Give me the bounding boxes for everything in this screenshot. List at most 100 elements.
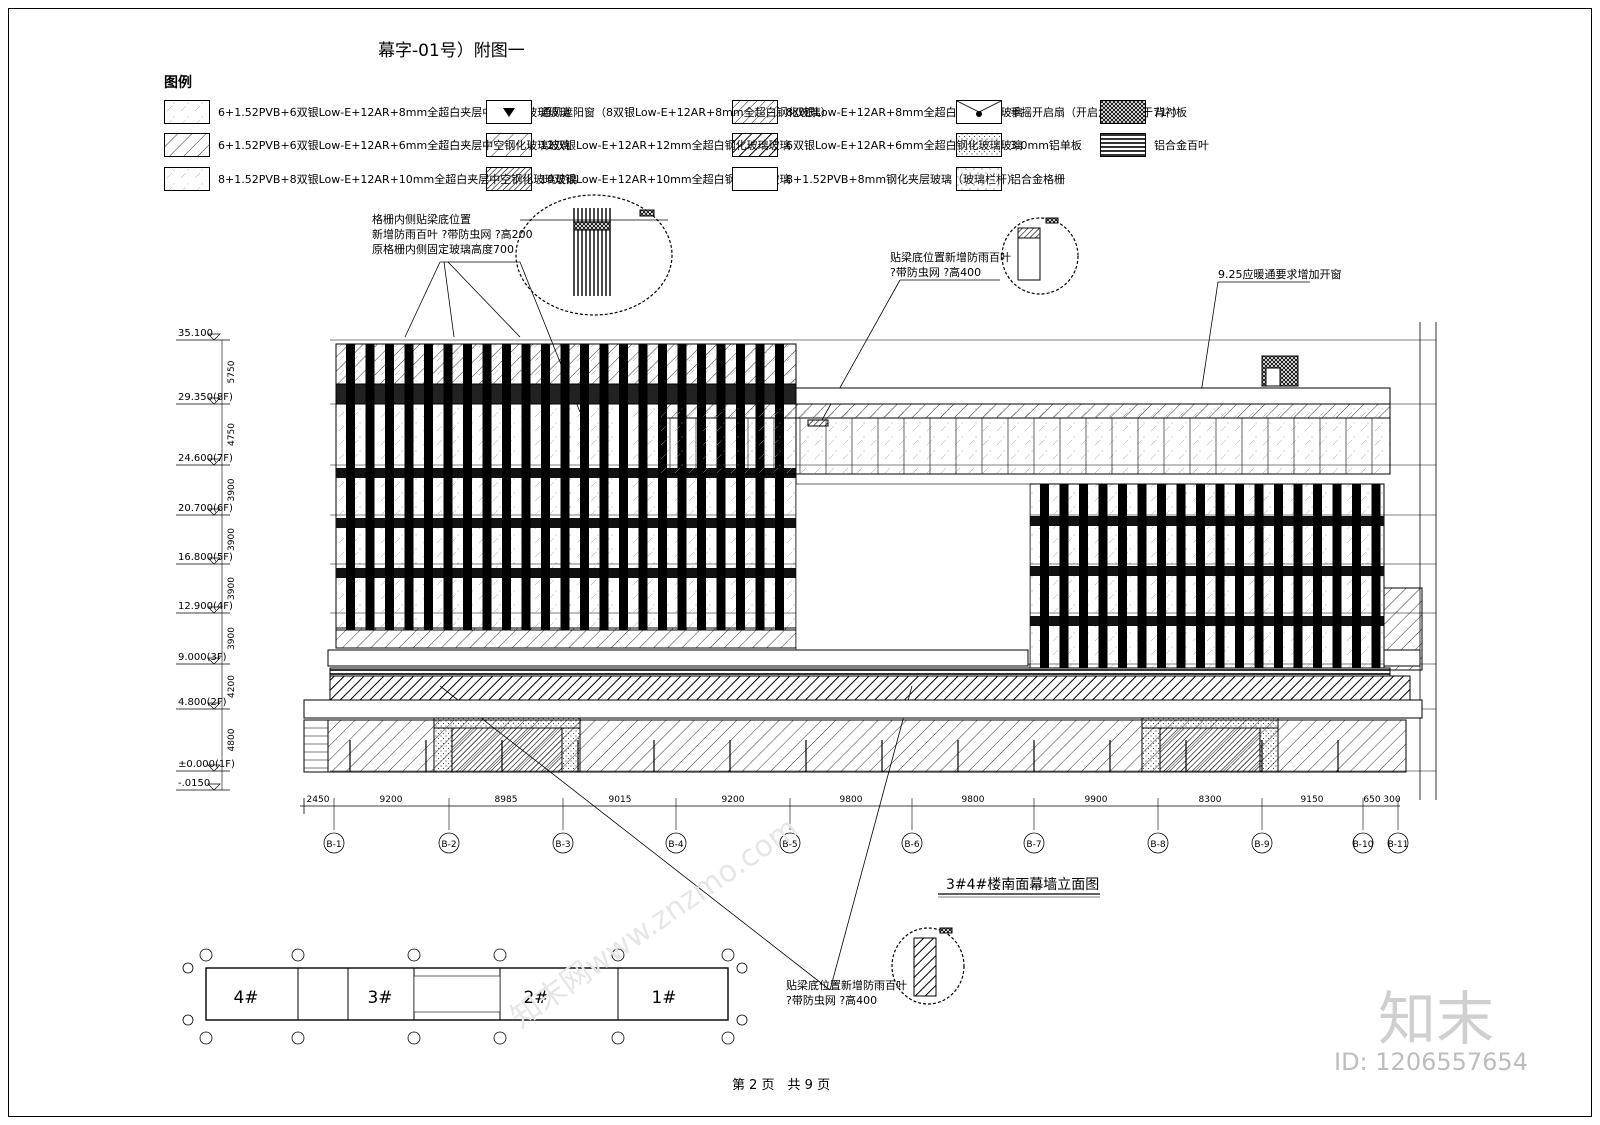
legend-swatch: [486, 133, 532, 157]
keyplan-axis-bubble: [493, 1031, 507, 1045]
legend-label: 铝合金格栅: [1010, 173, 1065, 186]
keyplan-block-label: 4#: [233, 988, 258, 1008]
grid-spacing-label: 9200: [722, 795, 745, 805]
right-block-fin: [1118, 484, 1127, 674]
drawing-frame: [8, 8, 1592, 1117]
legend-label: 6+1.52PVB+6双银Low-E+12AR+8mm全超白夹层中空钢化玻璃玻璃: [218, 106, 571, 119]
grid-spacing-label: 2450: [307, 795, 330, 805]
level-mark-triangle: [207, 702, 221, 710]
axis-label: B-4: [668, 840, 683, 850]
left-block-fin: [521, 344, 531, 630]
right-block-fin: [1254, 484, 1264, 674]
left-block-fin: [658, 344, 667, 630]
grille-note: 格栅内侧贴梁底位置 新增防雨百叶 ?带防虫网 ?高200 原格栅内侧固定玻璃高度…: [372, 212, 533, 257]
right-block-fin: [1274, 484, 1283, 674]
keyplan-axis-bubble: [736, 962, 748, 974]
left-block-fin: [638, 344, 648, 630]
bottom-louver-note: 贴梁底位置新增防雨百叶 ?带防虫网 ?高400: [786, 978, 907, 1008]
axis-bubble: [323, 832, 345, 854]
level-label: 4.800(2F): [178, 697, 227, 708]
keyplan-link: [413, 975, 501, 1013]
grid-spacing-label: 9200: [380, 795, 403, 805]
level-height-label: 3900: [227, 528, 237, 551]
drawing-title: 幕字-01号）附图一: [378, 41, 525, 61]
keyplan-axis-bubble: [291, 1031, 305, 1045]
grid-spacing-label: 9800: [962, 795, 985, 805]
entrance-door: [451, 727, 563, 773]
legend-label: 背衬板: [1154, 106, 1187, 119]
left-block-fin: [385, 344, 394, 630]
legend-swatch: [956, 167, 1002, 191]
window-change-note: 9.25应暖通要求增加开窗: [1218, 268, 1342, 281]
level-label: 35.100: [178, 328, 213, 339]
keyplan-axis-bubble: [611, 1031, 625, 1045]
keyplan-axis-bubble: [199, 1031, 213, 1045]
axis-bubble: [1387, 832, 1409, 854]
axis-bubble: [1251, 832, 1273, 854]
left-block-fin: [404, 344, 414, 630]
left-block-fin: [541, 344, 550, 630]
keyplan-axis-bubble: [407, 1031, 421, 1045]
left-block-fin: [599, 344, 609, 630]
level-label: 16.800(5F): [178, 552, 233, 563]
legend-swatch: [486, 100, 532, 124]
entrance-canopy: [1141, 717, 1279, 729]
axis-bubble: [1147, 832, 1169, 854]
roof-parapet: [795, 387, 1391, 405]
courtyard-opening: [795, 483, 1031, 665]
right-block-fin: [1352, 484, 1361, 674]
axis-bubble: [552, 832, 574, 854]
axis-label: B-1: [326, 840, 341, 850]
axis-bubble: [665, 832, 687, 854]
axis-bubble: [438, 832, 460, 854]
left-block-fin: [736, 344, 745, 630]
right-block-fin: [1079, 484, 1088, 674]
entrance-canopy: [433, 717, 581, 729]
right-block-fin: [1176, 484, 1186, 674]
level-label: 9.000(3F): [178, 652, 227, 663]
grid-spacing-label: 9015: [609, 795, 632, 805]
grid-spacing-label: 8985: [495, 795, 518, 805]
legend-swatch: [956, 133, 1002, 157]
detail-tag: [639, 209, 655, 217]
level-mark-triangle: [207, 657, 221, 665]
bottom-louver-note-line: ?带防虫网 ?高400: [786, 994, 878, 1007]
axis-label: B-11: [1388, 840, 1409, 850]
left-block-fin: [443, 344, 453, 630]
axis-label: B-6: [904, 840, 919, 850]
watermark-id: ID: 1206557654: [1334, 1048, 1528, 1076]
left-block-fin: [463, 344, 472, 630]
entrance-door: [1159, 727, 1261, 773]
axis-bubble: [779, 832, 801, 854]
page-footer: 第 2 页 共 9 页: [732, 1078, 831, 1093]
axis-label: B-3: [555, 840, 570, 850]
left-block-fin: [502, 344, 511, 630]
legend-label: 12双银Low-E+12AR+12mm全超白钢化玻璃玻璃: [540, 139, 791, 152]
podium-3f-slab: [327, 649, 1029, 667]
legend-swatch: [164, 100, 210, 124]
2f-slab: [303, 699, 1423, 719]
top-louver-note: 贴梁底位置新增防雨百叶 ?带防虫网 ?高400: [890, 250, 1011, 280]
level-label: 29.350(8F): [178, 392, 233, 403]
leader-line: [404, 261, 441, 338]
roof-stair-door: [1265, 367, 1281, 387]
level-mark-triangle: [207, 606, 221, 614]
legend-swatch: [732, 133, 778, 157]
keyplan-block-label: 3#: [367, 988, 392, 1008]
keyplan-block-label: 2#: [523, 988, 548, 1008]
legend-swatch: [732, 167, 778, 191]
entrance-pier: [1141, 727, 1161, 773]
left-block-fin: [346, 344, 355, 630]
axis-label: B-9: [1254, 840, 1269, 850]
legend-swatch: [1100, 100, 1146, 124]
level-height-label: 4200: [227, 675, 237, 698]
legend-swatch: [486, 167, 532, 191]
bottom-callout-tag: [939, 927, 953, 934]
level-mark-triangle: [207, 458, 221, 466]
left-block-fin: [775, 344, 784, 630]
top-callout-louver: [1017, 227, 1041, 239]
entrance-pier: [1259, 727, 1279, 773]
2f-glass-band: [329, 675, 1411, 701]
right-block-fin: [1235, 484, 1244, 674]
grille-note-line: 新增防雨百叶 ?带防虫网 ?高200: [372, 228, 533, 241]
